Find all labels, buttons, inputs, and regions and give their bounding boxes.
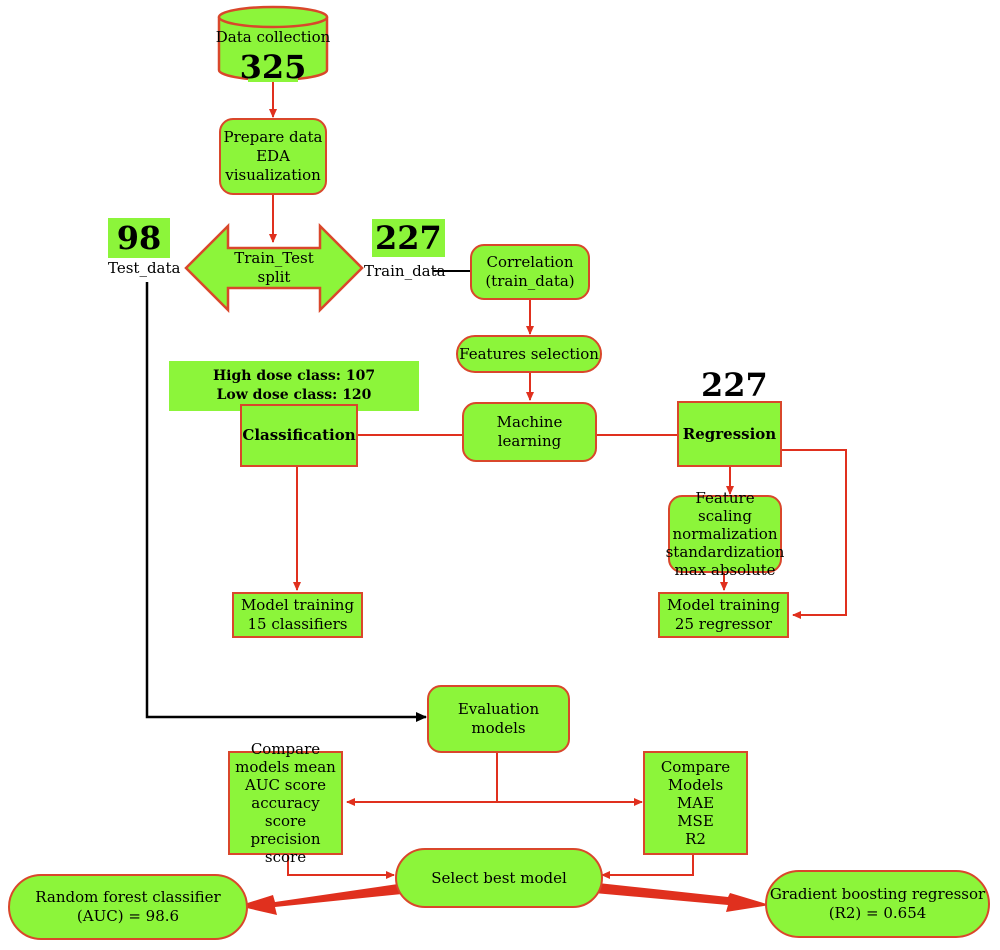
scaling-line-1: Feature scaling — [695, 489, 755, 525]
test-label: Test_data — [108, 259, 181, 277]
compare-class-box: Compare models mean AUC score accuracy s… — [228, 740, 343, 866]
train-regressor-line-2: 25 regressor — [674, 615, 773, 633]
split-line-2: split — [257, 268, 291, 286]
train-classifiers-line-1: Model training — [240, 596, 355, 614]
compare-reg-line-3: MAE — [676, 794, 715, 812]
scaling-line-4: max absolute — [674, 561, 776, 579]
split-line-1: Train_Test — [234, 249, 314, 267]
compare-class-line-2: models mean — [235, 758, 336, 776]
compare-reg-line-2: Models — [667, 776, 724, 794]
correlation-line-2: (train_data) — [485, 272, 575, 290]
class-high: High dose class: 107 — [212, 368, 376, 384]
regression-box: Regression — [677, 401, 782, 467]
regression-count: 227 — [701, 366, 768, 404]
rf-line-1: Random forest classifier — [35, 888, 221, 906]
machine-learning-box: Machine learning — [462, 402, 597, 462]
rf-line-2: (AUC) = 98.6 — [76, 907, 180, 925]
feature-scaling-box: Feature scaling normalization standardiz… — [665, 489, 785, 579]
class-counts-box: High dose class: 107 Low dose class: 120 — [169, 361, 419, 411]
correlation-line-1: Correlation — [486, 253, 574, 271]
arrow-compare-class-to-select — [287, 855, 395, 879]
thick-arrow-to-rf — [238, 884, 402, 915]
train-label: Train_data — [364, 262, 446, 280]
class-low: Low dose class: 120 — [216, 387, 372, 403]
scaling-line-3: standardization — [665, 543, 785, 561]
data-collection-label: Data collection — [215, 28, 331, 46]
compare-class-line-5: precision score — [250, 830, 321, 866]
prepare-line-1: Prepare data — [223, 128, 323, 146]
data-collection-count: 325 — [239, 48, 307, 86]
train-regressor-box: Model training 25 regressor — [658, 592, 789, 638]
classification-box: Classification — [240, 404, 358, 467]
compare-reg-box: Compare Models MAE MSE R2 — [643, 751, 748, 855]
evaluation-box: Evaluation models — [427, 685, 570, 753]
train-regressor-line-1: Model training — [666, 596, 781, 614]
select-best-model-box: Select best model — [395, 848, 603, 908]
train-classifiers-line-2: 15 classifiers — [247, 615, 348, 633]
test-count: 98 — [108, 218, 170, 258]
gb-line-1: Gradient boosting regressor — [769, 885, 986, 903]
prepare-line-3: visualization — [225, 166, 321, 184]
train-test-split-shape — [184, 222, 364, 314]
random-forest-result: Random forest classifier (AUC) = 98.6 — [8, 874, 248, 940]
compare-reg-line-1: Compare — [660, 758, 731, 776]
gradient-boosting-result: Gradient boosting regressor (R2) = 0.654 — [765, 870, 990, 938]
ml-line-2: learning — [497, 432, 562, 450]
train-classifiers-box: Model training 15 classifiers — [232, 592, 363, 638]
compare-class-line-1: Compare — [250, 740, 321, 758]
arrow-compare-reg-to-select — [601, 855, 694, 879]
correlation-box: Correlation (train_data) — [470, 244, 590, 300]
scaling-line-2: normalization — [672, 525, 778, 543]
prepare-line-2: EDA — [256, 147, 290, 165]
thick-arrow-to-gb — [594, 883, 770, 912]
compare-class-line-3: AUC score — [245, 776, 326, 794]
arrow-test-to-evaluation — [145, 282, 427, 722]
prepare-data-box: Prepare data EDA visualization — [219, 118, 327, 195]
compare-class-line-4: accuracy score — [251, 794, 320, 830]
compare-reg-line-5: R2 — [685, 830, 706, 848]
train-test-split-label: Train_Test split — [228, 249, 320, 286]
arrow-regression-bypass — [782, 449, 847, 619]
ml-line-1: Machine — [496, 413, 563, 431]
features-selection-box: Features selection — [456, 335, 602, 373]
compare-reg-line-4: MSE — [677, 812, 714, 830]
train-count: 227 — [372, 219, 445, 257]
gb-line-2: (R2) = 0.654 — [828, 904, 927, 922]
